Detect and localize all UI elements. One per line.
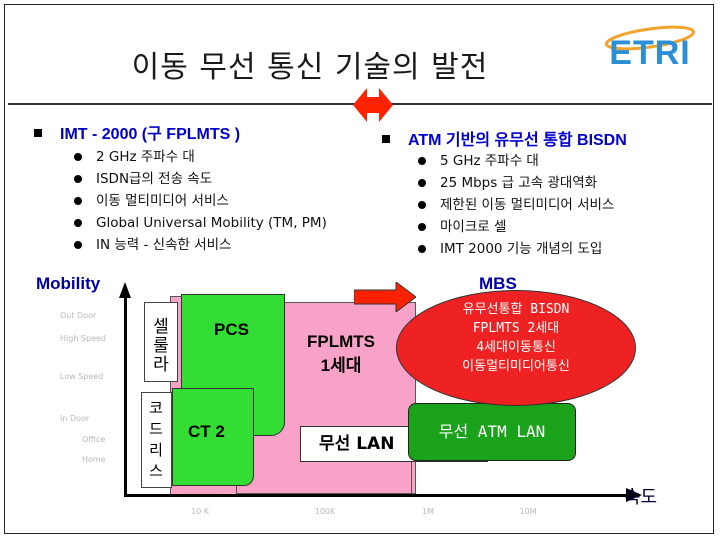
square-bullet-icon <box>34 128 42 137</box>
bisdn-line: 유무선통합 BISDN <box>462 302 570 317</box>
bullet-icon <box>418 201 426 209</box>
slide-frame <box>4 4 714 534</box>
cordless-char: 리 <box>149 441 163 459</box>
bullet-icon <box>418 245 426 253</box>
bullet-icon <box>74 153 82 161</box>
x-level-label: 10 K <box>191 507 209 516</box>
left-section-heading: IMT - 2000 (구 FPLMTS ) <box>34 120 240 144</box>
list-item-text: 마이크로 셀 <box>440 219 507 235</box>
cellular-box <box>144 302 178 382</box>
bullet-icon <box>418 223 426 231</box>
fplmts-line: FPLMTS <box>307 332 375 351</box>
cordless-char: 스 <box>149 462 163 480</box>
cellular-label: 셀 룰 라 <box>150 318 172 375</box>
list-item-text: 25 Mbps 급 고속 광대역화 <box>440 175 598 191</box>
y-level-label: Low Speed <box>60 372 104 381</box>
list-item: 마이크로 셀 <box>418 216 614 238</box>
x-axis <box>124 494 629 497</box>
cordless-char: 드 <box>149 420 163 438</box>
list-item: 25 Mbps 급 고속 광대역화 <box>418 172 614 194</box>
bisdn-text: 유무선통합 BISDN FPLMTS 2세대 4세대이동통신 이동멀티미디어통신 <box>396 300 636 376</box>
y-level-label: Office <box>82 435 106 444</box>
list-item-text: Global Universal Mobility (TM, PM) <box>96 215 327 231</box>
list-item-text: IN 능력 - 신속한 서비스 <box>96 237 232 253</box>
x-level-label: 100K <box>314 507 336 516</box>
list-item-text: 2 GHz 주파수 대 <box>96 149 195 165</box>
double-arrow-icon <box>353 88 393 122</box>
up-arrow-icon <box>119 282 131 298</box>
bisdn-oval <box>396 290 636 406</box>
cordless-box <box>141 392 172 488</box>
cellular-char: 셀 <box>153 317 169 337</box>
svg-text:ETRI: ETRI <box>609 34 690 70</box>
x-axis-title: 속도 <box>624 487 658 508</box>
list-item: 5 GHz 주파수 대 <box>418 150 614 172</box>
left-feature-list: 2 GHz 주파수 대 ISDN급의 전송 속도 이동 멀티미디어 서비스 Gl… <box>74 146 327 256</box>
y-level-label: In Door <box>60 414 90 423</box>
x-level-label: 1M <box>422 507 434 516</box>
list-item-text: 5 GHz 주파수 대 <box>440 153 539 169</box>
cellular-char: 라 <box>153 355 169 375</box>
list-item-text: 이동 멀티미디어 서비스 <box>96 193 229 209</box>
y-level-label: Out Door <box>60 311 97 320</box>
list-item: IN 능력 - 신속한 서비스 <box>74 234 327 256</box>
wireless-atm-lan-label: 무선 ATM LAN <box>438 422 546 441</box>
cellular-char: 룰 <box>153 336 169 356</box>
bullet-icon <box>418 157 426 165</box>
bullet-icon <box>418 179 426 187</box>
x-level-label: 10M <box>519 507 537 516</box>
bisdn-line: FPLMTS 2세대 <box>472 321 560 336</box>
square-bullet-icon <box>382 134 390 143</box>
bullet-icon <box>74 175 82 183</box>
list-item-text: ISDN급의 전송 속도 <box>96 171 213 187</box>
right-feature-list: 5 GHz 주파수 대 25 Mbps 급 고속 광대역화 제한된 이동 멀티미… <box>418 150 614 260</box>
list-item: 제한된 이동 멀티미디어 서비스 <box>418 194 614 216</box>
list-item: ISDN급의 전송 속도 <box>74 168 327 190</box>
bullet-icon <box>74 197 82 205</box>
list-item-text: IMT 2000 기능 개념의 도입 <box>440 241 603 257</box>
bullet-icon <box>74 219 82 227</box>
list-item: Global Universal Mobility (TM, PM) <box>74 212 327 234</box>
bisdn-line: 4세대이동통신 <box>476 340 556 355</box>
ct2-label: CT 2 <box>188 422 225 441</box>
list-item: IMT 2000 기능 개념의 도입 <box>418 238 614 260</box>
list-item: 이동 멀티미디어 서비스 <box>74 190 327 212</box>
ct2-box <box>172 388 254 486</box>
right-arrow-icon <box>354 282 416 312</box>
right-arrowhead-icon <box>626 488 642 502</box>
y-axis-title: Mobility <box>36 274 101 293</box>
y-level-label: Home <box>82 455 106 464</box>
fplmts-label: FPLMTS 1세대 <box>296 330 386 378</box>
right-heading-text: ATM 기반의 유무선 통합 BISDN <box>408 132 627 149</box>
pcs-label: PCS <box>214 320 249 339</box>
bullet-icon <box>74 241 82 249</box>
y-level-label: High Speed <box>60 334 107 343</box>
right-section-heading: ATM 기반의 유무선 통합 BISDN <box>382 126 627 150</box>
y-axis <box>124 296 127 496</box>
list-item: 2 GHz 주파수 대 <box>74 146 327 168</box>
cordless-label: 코 드 리 스 <box>145 398 167 482</box>
slide-title: 이동 무선 통신 기술의 발전 <box>131 50 489 85</box>
left-heading-text: IMT - 2000 (구 FPLMTS ) <box>60 126 241 143</box>
list-item-text: 제한된 이동 멀티미디어 서비스 <box>440 197 615 213</box>
mbs-label: MBS <box>479 274 517 293</box>
wireless-atm-lan-box: 무선 ATM LAN <box>408 403 576 461</box>
etri-logo: ETRI <box>604 25 696 70</box>
bisdn-line: 이동멀티미디어통신 <box>462 359 570 374</box>
cordless-char: 코 <box>149 399 163 417</box>
wireless-lan-label: 무선 LAN <box>319 434 395 454</box>
fplmts-line: 1세대 <box>320 356 362 375</box>
